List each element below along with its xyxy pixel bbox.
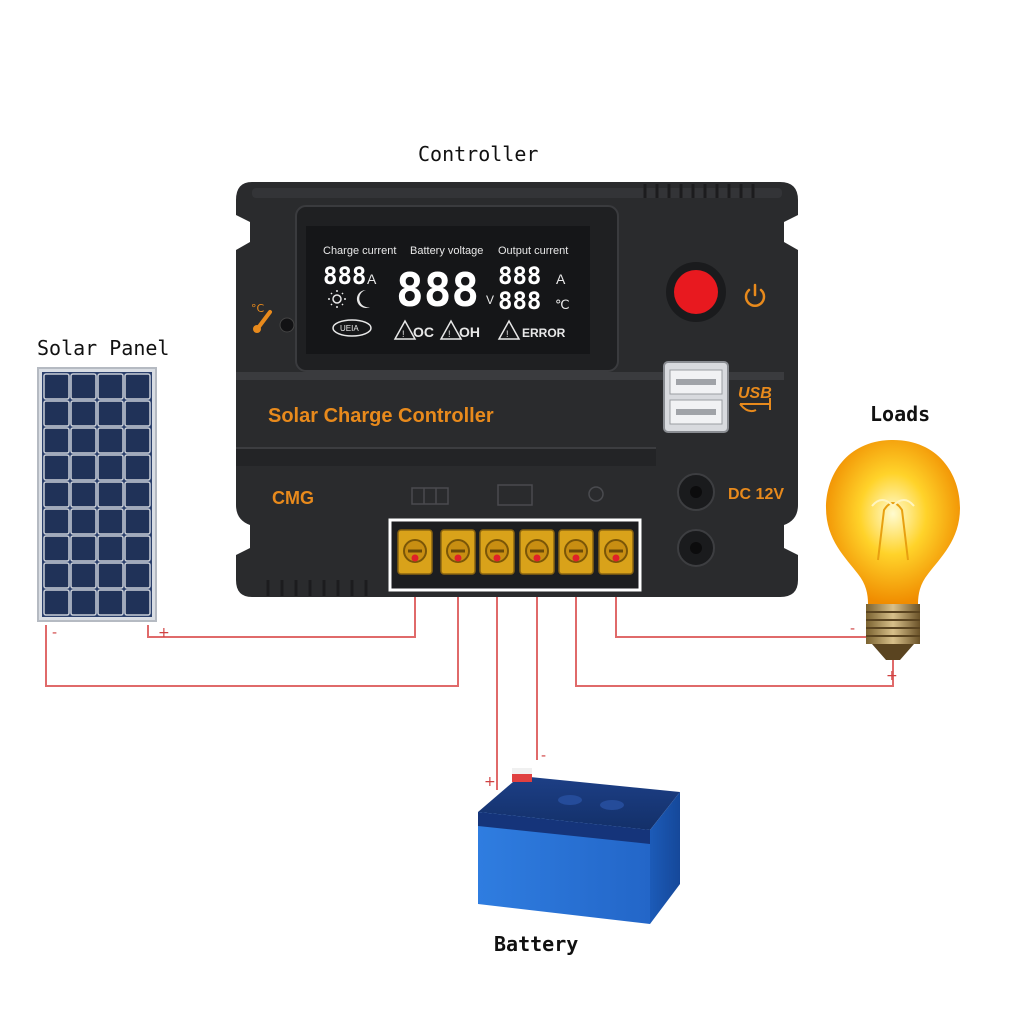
solar-cell <box>70 454 97 481</box>
wire-panel-plus <box>147 560 416 638</box>
oh-warning-icon: ! <box>439 319 463 340</box>
panel-plus-sign: + <box>158 625 170 641</box>
moon-icon <box>356 289 370 308</box>
solar-cell <box>124 589 151 616</box>
terminal-screw-4[interactable] <box>519 529 555 575</box>
solar-panel-label: Solar Panel <box>37 336 170 360</box>
dc-jack-1[interactable] <box>677 473 715 511</box>
lcd-battery-voltage-label: Battery voltage <box>410 245 483 257</box>
lcd-temp-digits: 888 <box>498 287 541 315</box>
battery-minus-sign: - <box>541 748 546 764</box>
solar-cell <box>124 562 151 589</box>
dc-label: DC 12V <box>728 486 784 503</box>
battery-icon <box>478 768 680 924</box>
solar-cell <box>70 400 97 427</box>
load-minus-sign: - <box>850 621 855 637</box>
power-icon <box>744 283 766 307</box>
loads-label: Loads <box>870 402 931 426</box>
lcd-charge-current-label: Charge current <box>323 245 396 257</box>
solar-cell <box>124 481 151 508</box>
solar-cell <box>43 373 70 400</box>
solar-cell <box>97 508 124 535</box>
brand-title: Solar Charge Controller <box>268 405 494 427</box>
lcd-temp-unit: ℃ <box>555 297 570 312</box>
lcd-voltage-unit: V <box>486 293 494 307</box>
light-bulb-icon <box>826 440 960 660</box>
lcd-output-unit: A <box>556 271 566 287</box>
svg-text:!: ! <box>506 329 509 339</box>
lcd-oc-label: OC <box>413 324 434 340</box>
svg-text:°C: °C <box>251 302 265 315</box>
usb-ports[interactable] <box>663 361 729 433</box>
solar-cell <box>97 589 124 616</box>
sun-icon <box>328 290 346 308</box>
solar-cell <box>124 535 151 562</box>
solar-cell <box>124 400 151 427</box>
terminal-screw-6[interactable] <box>598 529 634 575</box>
panel-minus-sign: - <box>52 625 57 641</box>
oc-warning-icon: ! <box>393 319 417 340</box>
solar-cell <box>124 508 151 535</box>
solar-cell <box>124 454 151 481</box>
usb-label: USB <box>738 385 772 402</box>
solar-cell <box>70 508 97 535</box>
terminal-screw-1[interactable] <box>397 529 433 575</box>
lcd-output-current-label: Output current <box>498 245 568 257</box>
solar-cell <box>70 427 97 454</box>
charge-controller: Charge current Battery voltage Output cu… <box>236 182 798 597</box>
solar-cell <box>43 400 70 427</box>
solar-cell <box>70 373 97 400</box>
solar-cell <box>43 562 70 589</box>
solar-cell <box>43 454 70 481</box>
solar-cell <box>124 427 151 454</box>
error-warning-icon: ! <box>497 319 521 340</box>
terminal-screw-3[interactable] <box>479 529 515 575</box>
wires <box>45 560 894 790</box>
svg-text:!: ! <box>402 329 405 339</box>
usb-icon <box>739 398 771 413</box>
temp-sensor-hole <box>279 317 295 333</box>
solar-panel-icon <box>37 367 157 622</box>
solar-cell <box>97 535 124 562</box>
lcd-charge-unit: A <box>367 271 377 287</box>
solar-cell <box>43 481 70 508</box>
solar-cell <box>97 454 124 481</box>
solar-cell <box>97 427 124 454</box>
terminal-screw-2[interactable] <box>440 529 476 575</box>
solar-cell <box>124 373 151 400</box>
wire-load-plus <box>575 560 894 687</box>
solar-cell <box>97 481 124 508</box>
controller-label: Controller <box>418 142 539 166</box>
solar-cell <box>43 589 70 616</box>
solar-cell <box>70 535 97 562</box>
dc-jack-2[interactable] <box>677 529 715 567</box>
solar-cell <box>70 562 97 589</box>
lcd-oh-label: OH <box>459 324 480 340</box>
solar-cell <box>97 400 124 427</box>
solar-cell <box>97 373 124 400</box>
svg-text:UEIA: UEIA <box>340 324 359 333</box>
solar-cell <box>70 481 97 508</box>
load-plus-sign: + <box>886 668 898 684</box>
model-label: CMG <box>272 488 314 508</box>
lcd-error-label: ERROR <box>522 326 566 340</box>
solar-cell <box>70 589 97 616</box>
battery-plus-sign: + <box>484 774 496 790</box>
terminal-screw-5[interactable] <box>558 529 594 575</box>
solar-cell <box>43 535 70 562</box>
solar-cell <box>43 508 70 535</box>
terminal-symbols <box>411 484 604 506</box>
lcd-charge-digits: 888 <box>323 262 366 290</box>
battery-label: Battery <box>494 932 579 956</box>
wire-panel-minus <box>45 560 459 687</box>
lcd-battery-icon: UEIA <box>332 319 372 337</box>
solar-cell <box>43 427 70 454</box>
solar-cell <box>97 562 124 589</box>
lcd-voltage-digits: 888 <box>396 263 479 317</box>
thermometer-icon: °C <box>251 302 272 333</box>
power-button[interactable] <box>674 270 718 314</box>
svg-text:!: ! <box>448 329 451 339</box>
lcd-output-digits: 888 <box>498 262 541 290</box>
